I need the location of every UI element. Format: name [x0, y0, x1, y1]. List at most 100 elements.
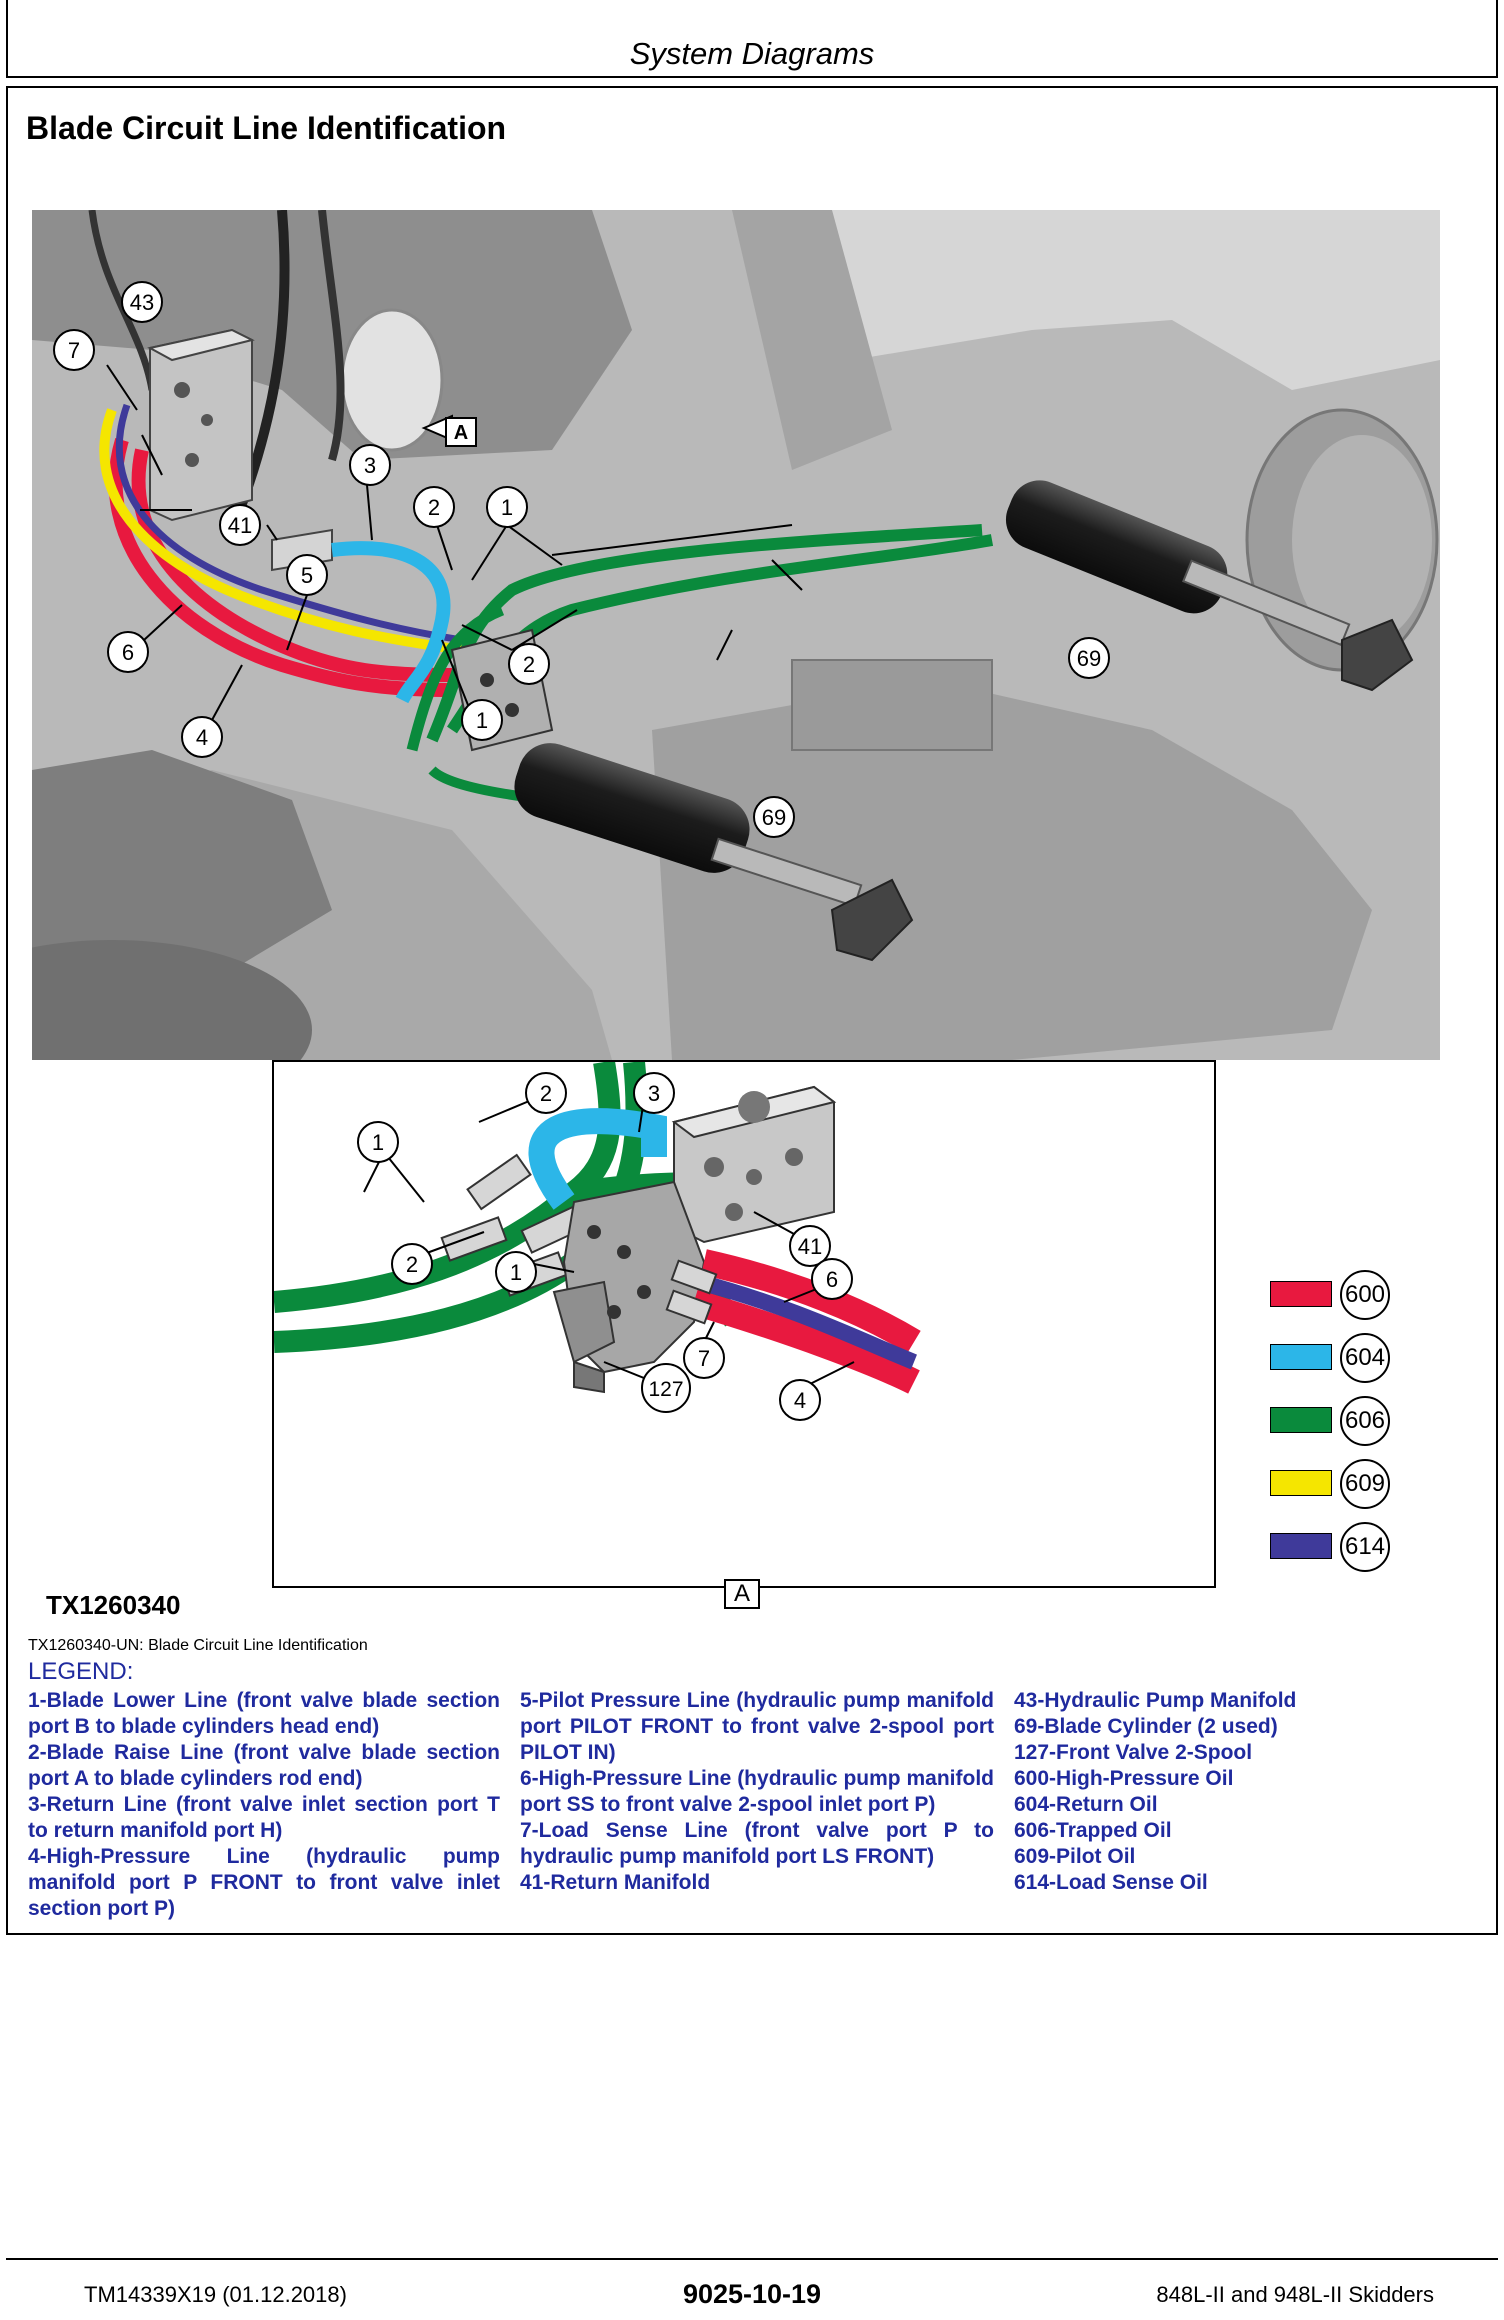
- load-sense-line-7: [115, 403, 463, 644]
- inset-return-manifold-41: [671, 1085, 837, 1244]
- inset-return-line-3: [528, 1108, 667, 1210]
- inset-illustration-view-a: 2 3 1 41 2 1 6 7 127 4: [272, 1060, 1216, 1588]
- key-row-609: 609: [1268, 1459, 1398, 1509]
- footer-divider: [6, 2258, 1498, 2260]
- pump-manifold-43: [147, 328, 255, 522]
- svg-text:3: 3: [364, 453, 376, 478]
- legend-item: 6-High-Pressure Line (hydraulic pump man…: [520, 1767, 994, 1816]
- callout-2: 2: [413, 486, 455, 528]
- key-swatch-600: [1270, 1281, 1332, 1307]
- callout-7: 7: [53, 329, 95, 371]
- legend-column-1: 1-Blade Lower Line (front valve blade se…: [28, 1688, 500, 1922]
- svg-text:69: 69: [1077, 646, 1101, 671]
- svg-text:7: 7: [698, 1346, 710, 1371]
- key-code-614: 614: [1340, 1522, 1390, 1572]
- key-row-604: 604: [1268, 1333, 1398, 1383]
- legend-item: 127-Front Valve 2-Spool: [1014, 1741, 1253, 1764]
- svg-text:69: 69: [762, 805, 786, 830]
- return-line-3: [331, 541, 451, 704]
- callout-43: 43: [121, 281, 163, 323]
- svg-text:6: 6: [826, 1267, 838, 1292]
- legend-item: 4-High-Pressure Line (hydraulic pump man…: [28, 1845, 500, 1920]
- legend-item: 606-Trapped Oil: [1014, 1819, 1172, 1842]
- figure-id: TX1260340: [46, 1590, 181, 1620]
- footer-manual-id: TM14339X19 (01.12.2018): [84, 2282, 347, 2307]
- svg-text:2: 2: [540, 1081, 552, 1106]
- inset-callout-2: 2: [525, 1072, 567, 1114]
- inset-callout-6: 6: [811, 1258, 853, 1300]
- header-title: System Diagrams: [629, 36, 875, 71]
- svg-text:2: 2: [523, 652, 535, 677]
- svg-text:7: 7: [68, 338, 80, 363]
- blade-cylinder-69-upper: [1005, 480, 1414, 692]
- section-title: Blade Circuit Line Identification: [26, 110, 507, 146]
- legend-item: 609-Pilot Oil: [1014, 1845, 1136, 1868]
- key-code-606: 606: [1340, 1396, 1390, 1446]
- svg-text:1: 1: [501, 495, 513, 520]
- legend-item: 5-Pilot Pressure Line (hydraulic pump ma…: [520, 1689, 994, 1764]
- key-row-614: 614: [1268, 1522, 1398, 1572]
- legend-item: 3-Return Line (front valve inlet section…: [28, 1793, 500, 1842]
- callout-1b: 1: [461, 699, 503, 741]
- legend-item: 2-Blade Raise Line (front valve blade se…: [28, 1741, 500, 1790]
- figure-caption: TX1260340-UN: Blade Circuit Line Identif…: [28, 1637, 368, 1654]
- key-swatch-614: [1270, 1533, 1332, 1559]
- inset-callout-3: 3: [633, 1072, 675, 1114]
- content-frame: [6, 86, 1498, 1935]
- inset-load-sense-line-7: [696, 1274, 917, 1370]
- legend-column-2: 5-Pilot Pressure Line (hydraulic pump ma…: [520, 1688, 994, 1896]
- callout-4: 4: [181, 716, 223, 758]
- svg-text:5: 5: [301, 563, 313, 588]
- legend-column-3: 43-Hydraulic Pump Manifold 69-Blade Cyli…: [1014, 1688, 1484, 1896]
- main-illustration: 43 7 41 3 2 1 5 6 4 2 1 69 69 A: [32, 210, 1440, 1060]
- svg-text:41: 41: [798, 1234, 822, 1259]
- inset-callout-127: 127: [641, 1363, 691, 1413]
- callout-69-lower: 69: [753, 796, 795, 838]
- inset-drawing: 2 3 1 41 2 1 6 7 127 4: [273, 1060, 921, 1421]
- callout-6: 6: [107, 631, 149, 673]
- callout-5: 5: [286, 554, 328, 596]
- oil-color-key: 600 604 606 609 614: [1268, 1270, 1398, 1600]
- inset-callout-2b: 2: [391, 1243, 433, 1285]
- high-pressure-line-6: [108, 437, 453, 697]
- callout-3: 3: [349, 444, 391, 486]
- svg-text:4: 4: [794, 1388, 806, 1413]
- legend-item: 1-Blade Lower Line (front valve blade se…: [28, 1689, 500, 1738]
- legend-item: 604-Return Oil: [1014, 1793, 1158, 1816]
- key-swatch-609: [1270, 1470, 1332, 1496]
- legend-item: 69-Blade Cylinder (2 used): [1014, 1715, 1278, 1738]
- inset-high-pressure-line-4: [690, 1289, 920, 1394]
- footer-page-number: 9025-10-19: [682, 2279, 822, 2309]
- svg-text:A: A: [454, 422, 468, 444]
- page-header: System Diagrams: [6, 0, 1498, 78]
- inset-callout-41: 41: [789, 1225, 831, 1267]
- legend-item: 614-Load Sense Oil: [1014, 1871, 1208, 1894]
- legend-item: 7-Load Sense Line (front valve port P to…: [520, 1819, 994, 1868]
- key-code-609: 609: [1340, 1459, 1390, 1509]
- main-callouts: 43 7 41 3 2 1 5 6 4 2 1 69 69 A: [53, 281, 1110, 838]
- svg-text:4: 4: [196, 725, 208, 750]
- inset-callout-1: 1: [357, 1121, 399, 1163]
- svg-text:127: 127: [648, 1378, 683, 1401]
- svg-text:3: 3: [648, 1081, 660, 1106]
- callout-69-upper: 69: [1068, 637, 1110, 679]
- inset-callout-1b: 1: [495, 1251, 537, 1293]
- inset-callouts: 2 3 1 41 2 1 6 7 127 4: [357, 1072, 855, 1421]
- svg-text:2: 2: [428, 495, 440, 520]
- callout-2b: 2: [508, 643, 550, 685]
- pilot-pressure-line-5: [99, 408, 463, 655]
- svg-text:6: 6: [122, 640, 134, 665]
- key-code-600: 600: [1340, 1270, 1390, 1320]
- callout-41: 41: [219, 504, 261, 546]
- svg-text:43: 43: [130, 290, 154, 315]
- svg-text:1: 1: [372, 1130, 384, 1155]
- blade-cylinder-69-lower: [514, 743, 914, 962]
- svg-text:2: 2: [406, 1252, 418, 1277]
- legend-heading: LEGEND:: [28, 1658, 134, 1685]
- key-swatch-606: [1270, 1407, 1332, 1433]
- key-code-604: 604: [1340, 1333, 1390, 1383]
- view-a-label: A: [724, 1579, 760, 1609]
- inset-callout-4: 4: [779, 1379, 821, 1421]
- inset-callout-7: 7: [683, 1337, 725, 1379]
- svg-text:41: 41: [228, 513, 252, 538]
